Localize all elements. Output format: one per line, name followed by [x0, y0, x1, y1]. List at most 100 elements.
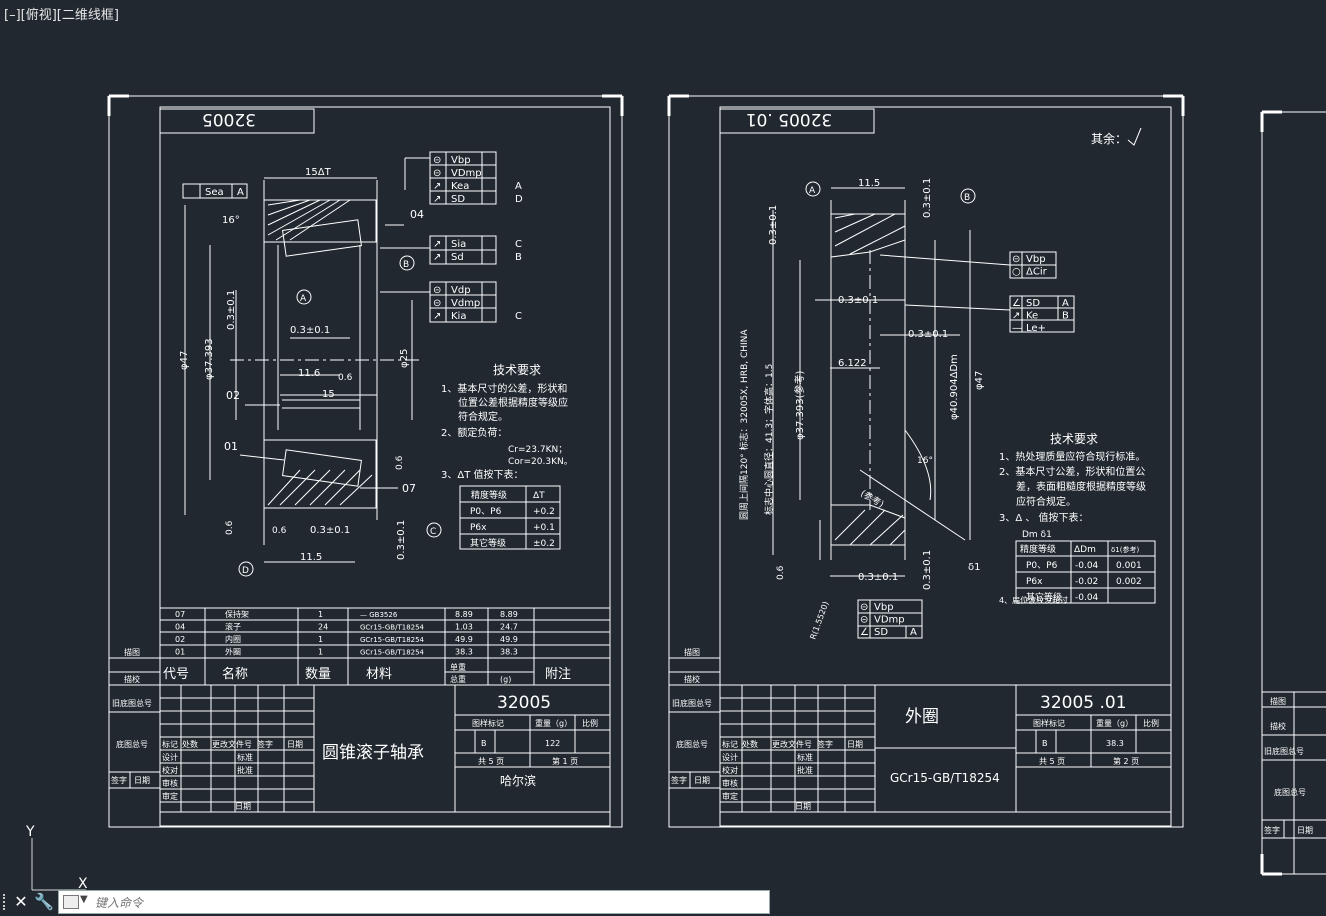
tech-line-5: Cr=23.7KN；: [508, 445, 567, 455]
tol-symbol-icon: ⊝: [433, 168, 441, 179]
ucs-y-label: Y: [25, 824, 35, 840]
tol-characteristic: Le+: [1026, 323, 1046, 334]
title-role-label: 标准: [237, 752, 253, 762]
command-grip-handle[interactable]: [3, 894, 11, 910]
tol-symbol-icon: —: [1012, 323, 1022, 334]
chevron-down-icon[interactable]: ▼: [80, 894, 88, 905]
tol-symbol-icon: ↗: [1012, 311, 1020, 322]
dm-grade: P6x: [1026, 577, 1043, 587]
dim-t03-2d: 0.3±0.1: [908, 329, 948, 340]
dim-15: 15: [322, 389, 335, 400]
tol-characteristic: Vdp: [451, 285, 471, 296]
dim-d47: φ47: [179, 351, 190, 370]
dim-d47-2: φ47: [974, 371, 985, 390]
company-1: 哈尔滨: [500, 773, 536, 788]
tol-datum: A: [515, 181, 522, 192]
datum-a-circle-2: [805, 181, 821, 197]
title-block-texts-2: 标记处数更改文件号签字日期设计校对审核审定标准批准日期: [722, 739, 863, 811]
tol-datum: A: [910, 627, 917, 638]
title-role-label: 校对: [722, 765, 738, 775]
datum-c: C: [430, 527, 436, 537]
parts-cell: 8.89: [455, 610, 473, 619]
dim-t03-c: 0.3±0.1: [310, 525, 350, 536]
tol-symbol-icon: ↗: [433, 252, 441, 263]
tech2-line-1: 1、热处理质量应符合现行标准。: [999, 450, 1145, 463]
parts-cell: 外圈: [225, 647, 241, 657]
dim-d37-2: φ37.393(参考): [793, 371, 806, 440]
tol-characteristic: Ke: [1026, 311, 1038, 322]
side-label: 签字: [1264, 825, 1280, 835]
tolerance-frames-1: [182, 151, 497, 323]
weight-value-2: 38.3: [1106, 739, 1124, 748]
side-label: 描图: [684, 647, 700, 657]
tol-symbol-icon: ⊝: [433, 298, 441, 309]
dim-t03-a: 0.3±0.1: [226, 290, 237, 330]
title-mark-label: 签字: [257, 739, 273, 749]
datum-b-circle-2: [960, 188, 976, 204]
sea-ref: A: [237, 187, 244, 198]
dim-c06-a: 0.6: [338, 373, 353, 383]
dim-t03-2f: 0.3±0.1: [922, 550, 933, 590]
tech2-line-4: 应符合规定。: [1016, 495, 1076, 508]
ucs-x-label: X: [78, 876, 88, 892]
side-label: 日期: [134, 776, 150, 785]
parts-head-unit: (g): [500, 675, 511, 684]
parts-cell: 02: [175, 635, 185, 644]
title-mark-label: 标记: [162, 739, 178, 749]
title-mark-label: 日期: [847, 740, 863, 749]
side-label: 旧底图总号: [1264, 746, 1304, 756]
parts-cell: 内圈: [225, 634, 241, 644]
sample-mark-2: 图样标记: [1033, 718, 1065, 728]
tol-symbol-icon: ⊝: [860, 615, 868, 626]
dt-grade: P0、P6: [470, 507, 502, 517]
parts-cell: 01: [175, 648, 185, 657]
wrench-icon[interactable]: 🔧: [34, 892, 54, 911]
dim-radius: R(1.5520): [808, 600, 830, 640]
dim-d25: φ25: [399, 349, 410, 368]
dm-head-delta: δ1(参考): [1111, 545, 1139, 554]
dim-t03-2e: 0.3±0.1: [858, 572, 898, 583]
bearing-section-1: [184, 157, 430, 563]
title-role-label: 设计: [722, 752, 738, 762]
mark-value-1: B: [481, 739, 487, 748]
side-label: 旧底图总号: [672, 698, 712, 708]
text-layer: 32005 15ΔT Sea A 16° 04 02 01 07 φ47 φ37…: [25, 109, 1313, 892]
datum-a: A: [300, 294, 307, 304]
roughness-symbol: [1127, 127, 1142, 146]
tol-characteristic: Sia: [451, 239, 466, 250]
dt-grade: P6x: [470, 523, 487, 533]
parts-cell: GCr15-GB/T18254: [360, 649, 425, 657]
material-2: GCr15-GB/T18254: [890, 771, 1000, 785]
side-labels-1: 描图描校旧底图总号底图总号签字日期: [111, 647, 152, 785]
viewport-controls-label[interactable]: [–][俯视][二维线框]: [4, 8, 119, 23]
side-label: 描校: [124, 674, 140, 684]
close-icon[interactable]: ✕: [14, 892, 28, 911]
tech-line-4: 2、额定负荷：: [441, 426, 507, 439]
parts-cell: 04: [175, 623, 185, 632]
side-label: 旧底图总号: [112, 698, 152, 708]
command-history-icon[interactable]: [63, 895, 79, 909]
part-label-02: 02: [226, 389, 240, 402]
dm-value: -0.04: [1075, 561, 1099, 571]
title-role-label: 批准: [797, 765, 813, 775]
side-label: 描图: [124, 647, 140, 657]
side-label: 底图总号: [676, 739, 708, 749]
dt-value: +0.1: [533, 523, 555, 533]
dim-c06-b: 0.6: [272, 526, 287, 536]
part-label-01: 01: [224, 440, 238, 453]
tol-characteristic: Vdmp: [451, 298, 480, 309]
tech2-line-5: 3、Δ 、 值按下表：: [999, 511, 1089, 524]
parts-cell: 保持架: [225, 609, 249, 619]
tech-line-2: 位置公差根据精度等级应: [458, 396, 568, 409]
parts-cell: 38.3: [500, 648, 518, 657]
parts-cell: 1.03: [455, 623, 473, 632]
command-input[interactable]: [93, 891, 767, 915]
datum-b-2: B: [964, 193, 970, 203]
dt-head-grade: 精度等级: [471, 489, 507, 501]
side-label: 描图: [1270, 696, 1286, 706]
tech-line-6: Cor=20.3KN。: [508, 457, 573, 467]
